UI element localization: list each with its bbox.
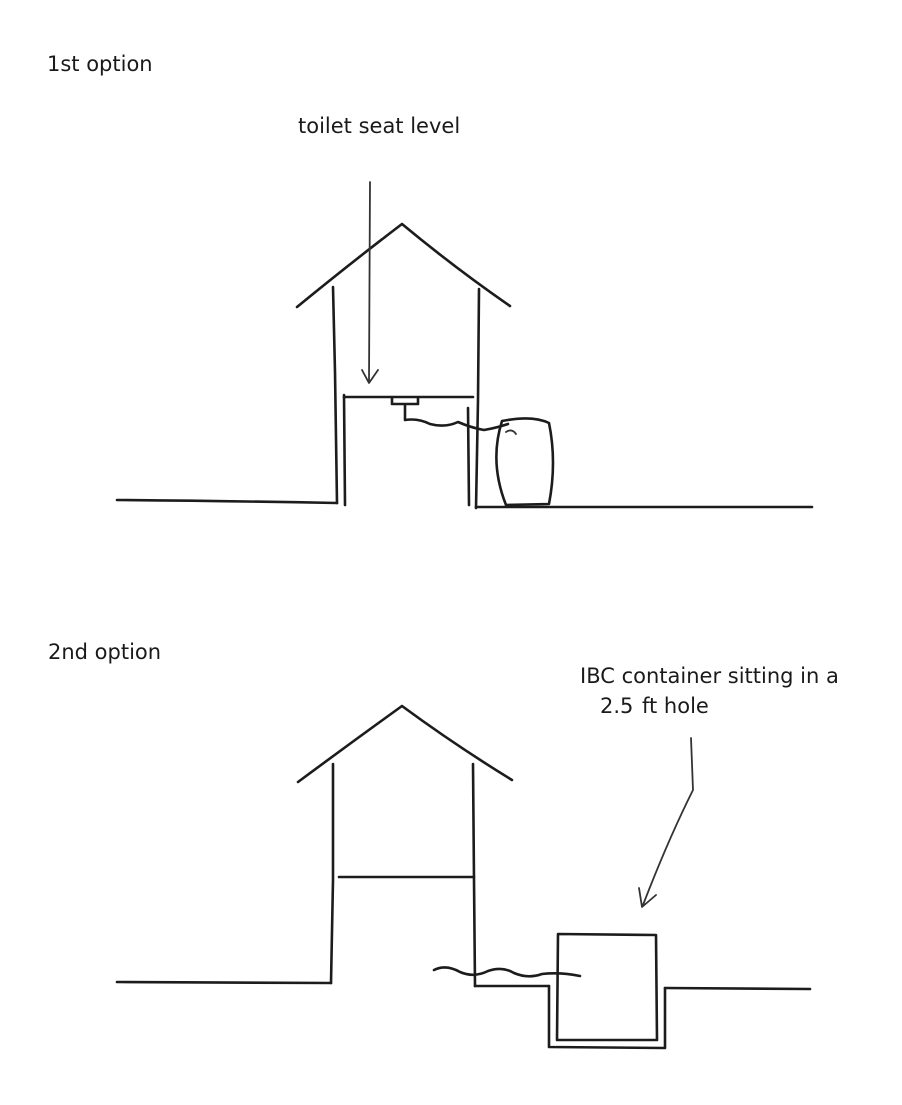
- option1-roof: [295, 222, 512, 309]
- option2-label: 2nd option: [48, 640, 162, 664]
- toilet-seat-level-annotation: toilet seat level: [298, 114, 461, 138]
- option2-roof: [296, 704, 514, 784]
- option1-ground-left: [115, 498, 339, 505]
- option1-drain-pipe: [403, 403, 510, 432]
- option1-toilet-outlet: [390, 396, 420, 406]
- option1-left-wall: [331, 285, 339, 505]
- ibc-annotation-depth: 2.5: [600, 694, 634, 718]
- option2-ground-right: [663, 986, 812, 991]
- option1-seat-arrow-shaft: [368, 181, 371, 383]
- option1-right-wall-inner: [466, 406, 471, 507]
- option2-ibc-arrow-head: [638, 887, 657, 908]
- option1-left-wall-inner: [342, 393, 347, 507]
- option1-drawing: [115, 181, 814, 510]
- option1-label: 1st option: [47, 52, 153, 76]
- option2-right-wall: [471, 762, 477, 988]
- option2-drawing: [115, 704, 812, 1050]
- option2-ibc-arrow-shaft: [642, 737, 694, 906]
- option1-barrel-lid: [505, 429, 517, 435]
- option2-ibc-container: [555, 932, 659, 1042]
- option2-drain-pipe: [432, 966, 582, 978]
- option1-seat-arrow-head: [361, 369, 379, 384]
- option1-barrel: [495, 417, 555, 507]
- option2-left-wall: [329, 762, 335, 985]
- option1-right-wall: [474, 287, 481, 510]
- option2-ground-left: [115, 980, 333, 985]
- ibc-annotation-line1: IBC container sitting in a: [580, 664, 839, 688]
- option2-hole: [547, 984, 667, 1050]
- ibc-annotation-line2: ft hole: [642, 694, 709, 718]
